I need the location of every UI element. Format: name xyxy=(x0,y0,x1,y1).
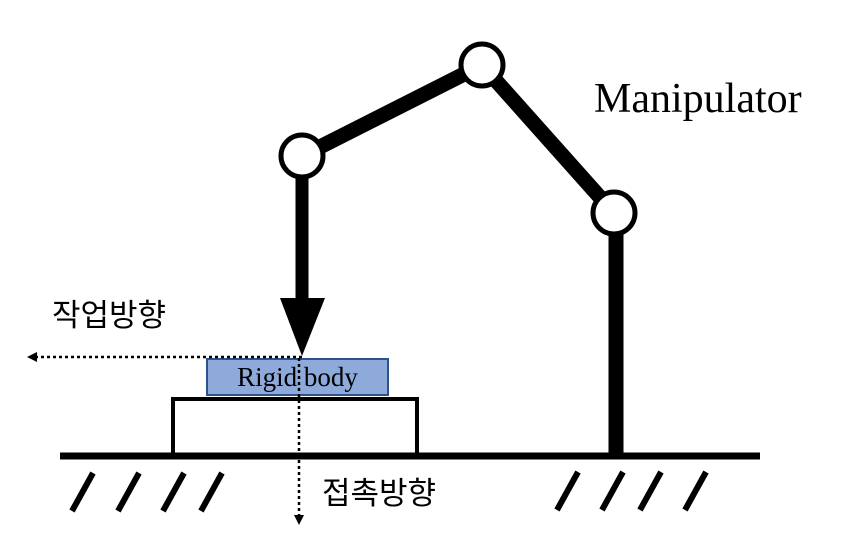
manipulator-label: Manipulator xyxy=(594,76,802,122)
right-ground-hatch xyxy=(554,470,709,512)
hatch-mark xyxy=(637,470,664,512)
hatch-mark xyxy=(682,470,709,512)
joint-icon xyxy=(278,132,326,180)
hatch-mark xyxy=(198,471,225,513)
hatch-mark xyxy=(69,471,96,513)
hatch-mark xyxy=(160,471,187,513)
joint-icon xyxy=(458,41,506,89)
contact-direction-label: 접촉방향 xyxy=(322,476,437,512)
work-direction-label: 작업방향 xyxy=(52,298,167,334)
rigid-body-box xyxy=(206,358,389,396)
hatch-mark xyxy=(115,471,142,513)
hatch-mark xyxy=(599,470,626,512)
rigid-body-label: Rigid body xyxy=(237,362,358,392)
down-arrow-icon xyxy=(280,298,325,356)
hatch-mark xyxy=(554,470,581,512)
manipulator-arm xyxy=(295,58,624,456)
left-ground-hatch xyxy=(69,471,225,513)
table-base xyxy=(171,397,419,456)
upper-left-link xyxy=(298,58,486,163)
joint-icon xyxy=(590,189,638,237)
upper-right-link xyxy=(476,60,620,218)
